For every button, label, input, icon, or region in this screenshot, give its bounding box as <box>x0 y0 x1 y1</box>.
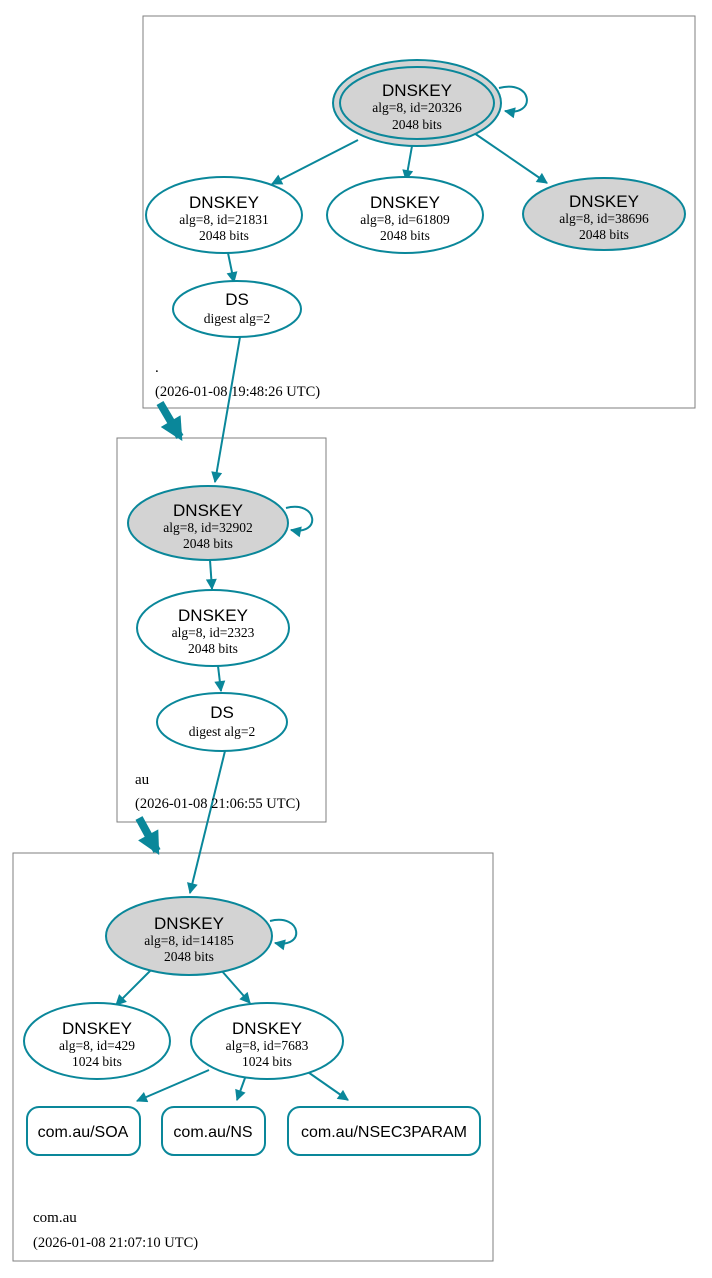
dnskey-32902-title: DNSKEY <box>173 501 243 520</box>
dnskey-2323-detail: alg=8, id=2323 <box>172 625 255 640</box>
dnskey-7683-bits: 1024 bits <box>242 1054 292 1069</box>
edge-7683-to-ns <box>235 1077 246 1102</box>
dnskey-20326-ellipse-outer <box>332 59 502 147</box>
dnskey-21831-bits: 2048 bits <box>199 228 249 243</box>
zone-label-root: . <box>155 360 159 376</box>
selfloop-dnskey-20326 <box>498 85 528 119</box>
zone-label-au: au <box>135 772 150 788</box>
dnskey-429-title: DNSKEY <box>62 1019 132 1038</box>
dnskey-38696-title: DNSKEY <box>569 192 639 211</box>
edge-7683-to-nsec3param <box>304 1069 349 1101</box>
edge-21831-to-ds <box>226 252 238 284</box>
dnskey-21831-title: DNSKEY <box>189 193 259 212</box>
delegation-arrow-root-to-au <box>156 400 184 441</box>
zone-box-au <box>116 437 327 823</box>
edge-14185-to-7683 <box>220 969 251 1004</box>
dnskey-429-ellipse <box>23 1002 171 1080</box>
dnskey-32902-ellipse <box>127 485 289 561</box>
dnskey-32902-detail: alg=8, id=32902 <box>163 520 252 535</box>
edge-7683-to-soa <box>135 1069 210 1103</box>
zone-timestamp-root: (2026-01-08 19:48:26 UTC) <box>155 384 320 400</box>
dnskey-14185-title: DNSKEY <box>154 914 224 933</box>
dnskey-61809-ellipse <box>326 176 484 254</box>
dnskey-20326-ellipse-inner <box>339 66 495 140</box>
dnskey-61809-detail: alg=8, id=61809 <box>360 212 450 227</box>
edge-20326-to-61809 <box>402 145 414 182</box>
dnskey-61809-title: DNSKEY <box>370 193 440 212</box>
zone-box-root <box>142 15 696 409</box>
zone-label-com-au: com.au <box>33 1210 77 1226</box>
edge-14185-to-429 <box>115 968 153 1006</box>
rrset-com-au-ns <box>161 1106 266 1156</box>
dnskey-38696-detail: alg=8, id=38696 <box>559 211 649 226</box>
dnskey-2323-ellipse <box>136 589 290 667</box>
zone-box-com-au <box>12 852 494 1262</box>
ds-root-detail: digest alg=2 <box>204 311 270 326</box>
rrset-com-au-soa <box>26 1106 141 1156</box>
rrset-ns-label: com.au/NS <box>173 1124 252 1141</box>
dnskey-429-bits: 1024 bits <box>72 1054 122 1069</box>
dnskey-61809-bits: 2048 bits <box>380 228 430 243</box>
dnskey-14185-bits: 2048 bits <box>164 949 214 964</box>
dnskey-20326-detail: alg=8, id=20326 <box>372 100 462 115</box>
ds-root-ellipse <box>172 280 302 338</box>
dnskey-32902-bits: 2048 bits <box>183 536 233 551</box>
ds-au-detail: digest alg=2 <box>189 724 255 739</box>
ds-au-ellipse <box>156 692 288 752</box>
dnskey-7683-title: DNSKEY <box>232 1019 302 1038</box>
dnskey-20326-title: DNSKEY <box>382 81 452 100</box>
dnskey-2323-title: DNSKEY <box>178 606 248 625</box>
dnskey-21831-detail: alg=8, id=21831 <box>179 212 268 227</box>
ds-root-title: DS <box>225 290 249 309</box>
dnskey-20326-bits: 2048 bits <box>392 117 442 132</box>
dnskey-21831-ellipse <box>145 176 303 254</box>
dnskey-429-detail: alg=8, id=429 <box>59 1038 135 1053</box>
rrset-nsec3param-label: com.au/NSEC3PARAM <box>301 1124 467 1141</box>
edge-2323-to-ds <box>214 665 226 693</box>
zone-timestamp-au: (2026-01-08 21:06:55 UTC) <box>135 796 300 812</box>
edge-20326-to-38696 <box>473 132 548 184</box>
dnskey-7683-detail: alg=8, id=7683 <box>226 1038 309 1053</box>
selfloop-dnskey-32902 <box>285 505 314 538</box>
zone-timestamp-com-au: (2026-01-08 21:07:10 UTC) <box>33 1235 198 1251</box>
rrset-com-au-nsec3param <box>287 1106 481 1156</box>
selfloop-dnskey-14185 <box>269 918 298 951</box>
edge-au-ds-to-com-au-dnskey-14185 <box>187 750 226 895</box>
delegation-arrow-au-to-com-au <box>135 816 161 856</box>
edge-root-ds-to-au-dnskey-32902 <box>211 336 241 484</box>
dnskey-38696-bits: 2048 bits <box>579 227 629 242</box>
ds-au-title: DS <box>210 703 234 722</box>
dnskey-38696-ellipse <box>522 177 686 251</box>
dnskey-14185-ellipse <box>105 896 273 976</box>
edge-32902-to-2323 <box>205 559 217 591</box>
dnskey-2323-bits: 2048 bits <box>188 641 238 656</box>
dnskey-14185-detail: alg=8, id=14185 <box>144 933 234 948</box>
dnskey-7683-ellipse <box>190 1002 344 1080</box>
edge-20326-to-21831 <box>271 139 359 185</box>
rrset-soa-label: com.au/SOA <box>38 1124 129 1141</box>
